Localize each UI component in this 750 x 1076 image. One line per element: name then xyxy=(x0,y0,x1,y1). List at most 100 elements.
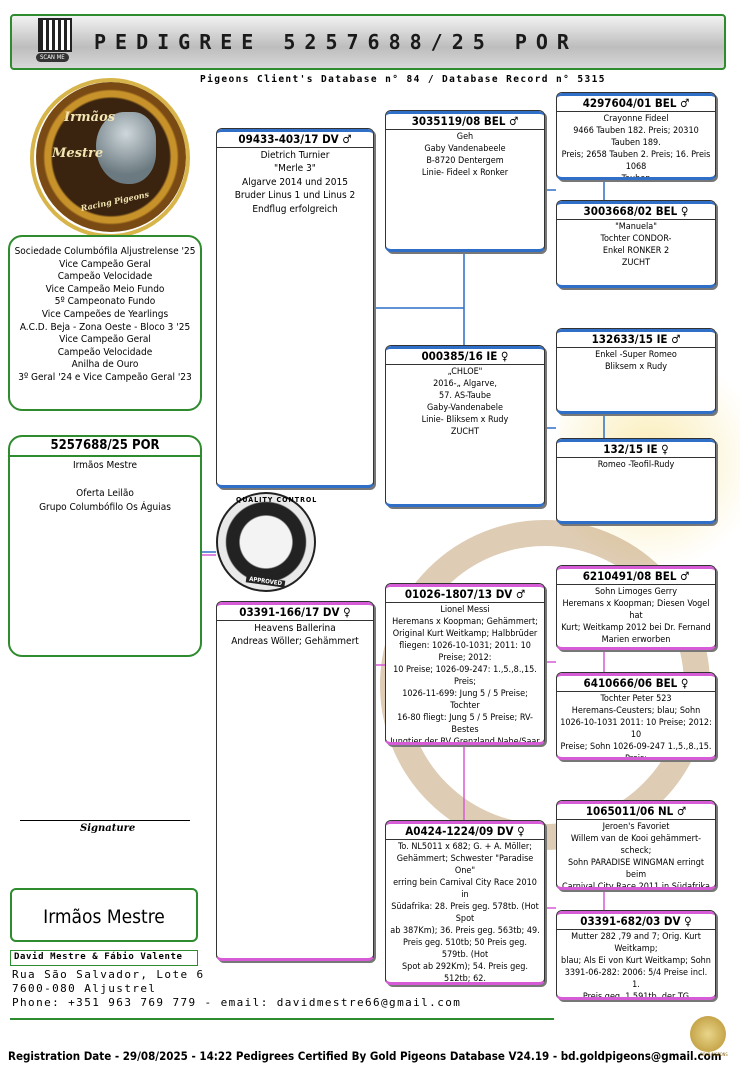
info-line: 2016-„ Algarve, xyxy=(433,379,497,389)
info-line: Jeroen's Favoriet xyxy=(602,822,670,832)
fmm-card[interactable]: 132/15 IE ♀ Romeo -Teofil-Rudy xyxy=(556,438,716,524)
ffm-ring: 3003668/02 BEL ♀ xyxy=(557,201,715,220)
info-line: 57. AS-Taube xyxy=(439,391,491,401)
info-line: Heremans x Koopman; Diesen Vogel hat xyxy=(562,599,710,621)
info-line: Gaby Vandenabeele xyxy=(424,144,506,154)
info-line: Andreas Wöller; Gehämmert xyxy=(231,636,359,648)
info-line: 1026-10-1031 2011: 10 Preise; 2012: 10 xyxy=(560,718,712,740)
fm-card[interactable]: 000385/16 IE ♀ „CHLOE"2016-„ Algarve,57.… xyxy=(385,345,545,507)
info-line: ZUCHT xyxy=(450,427,480,437)
mmm-card[interactable]: 03391-682/03 DV ♀ Mutter 282 ,79 and 7; … xyxy=(556,910,716,1000)
info-line: Bruder Linus 1 und Linus 2 xyxy=(234,190,356,202)
father-info: Dietrich Turnier "Merle 3"Algarve 2014 un… xyxy=(217,148,373,216)
mm-ring: A0424-1224/09 DV ♀ xyxy=(386,821,544,840)
ff-ring: 3035119/08 BEL ♂ xyxy=(386,111,544,130)
footer-logo-text: GOLD PIGEONS xyxy=(700,1052,728,1057)
info-line: "Manuela" xyxy=(615,222,657,232)
info-line: Tochter Peter 523 xyxy=(600,694,672,704)
achievement-line: 5º Campeonato Fundo xyxy=(54,296,156,308)
main-bird-card[interactable]: 5257688/25 POR Irmãos Mestre Oferta Leil… xyxy=(8,435,202,657)
father-ring: 09433-403/17 DV ♂ xyxy=(217,129,373,148)
main-bird-ring: 5257688/25 POR xyxy=(10,437,200,457)
info-line: erring bein Carnival City Race 2010 in xyxy=(393,878,537,900)
info-line: Original Kurt Weitkamp; Halbbrüder xyxy=(392,629,538,639)
achievement-line: Vice Campeão Meio Fundo xyxy=(45,283,165,295)
ffm-card[interactable]: 3003668/02 BEL ♀ "Manuela" Tochter CONDOR… xyxy=(556,200,716,288)
achievement-line: 3º Geral '24 e Vice Campeão Geral '23 xyxy=(18,371,192,383)
info-line: Mutter 282 ,79 and 7; Orig. Kurt Weitkam… xyxy=(571,932,701,954)
achievement-line: Campeão Velocidade xyxy=(57,271,153,283)
info-line: Spot ab 292Km); 54. Preis geg. 512tb; 62… xyxy=(402,962,528,984)
info-line: Sohn PARADISE WINGMAN erringt beim xyxy=(567,858,705,880)
info-line: 10 Preise; 1026-09-247: 1.,5.,8.,15. Pre… xyxy=(393,665,537,687)
info-line: Carnival City Race 2011 in Südafrika den xyxy=(562,882,710,890)
achievement-line: Vice Campeão Geral xyxy=(59,334,151,346)
info-line: Kurt; Weitkamp 2012 bei Dr. Fernand xyxy=(561,623,711,633)
achievement-line: Campeão Velocidade xyxy=(57,346,153,358)
info-line: Preis; 2658 Tauben 2. Preis; 16. Preis 1… xyxy=(561,150,711,172)
info-line: Preise; Sohn 1026-09-247 1.,5.,8.,15. Pr… xyxy=(560,742,712,760)
father-card[interactable]: 09433-403/17 DV ♂ Dietrich Turnier "Merle… xyxy=(216,128,374,488)
owner-names: David Mestre & Fábio Valente xyxy=(10,950,198,966)
info-line: To. NL5011 x 682; G. + A. Möller; xyxy=(398,842,532,852)
info-line: Linie- Bliksem x Rudy xyxy=(421,415,509,425)
info-line: Sohn Limoges Gerry xyxy=(595,587,677,597)
info-line: fliegen: 1026-10-1031; 2011: 10 Preise; … xyxy=(399,641,531,663)
info-line: Algarve 2014 und 2015 xyxy=(242,176,348,188)
fmm-ring: 132/15 IE ♀ xyxy=(557,439,715,458)
info-line: Lionel Messi xyxy=(440,605,490,615)
info-line: Oferta Leilão xyxy=(76,488,134,499)
page-title: PEDIGREE 5257688/25 POR xyxy=(94,30,578,54)
info-line: blau; Als Ei von Kurt Weitkamp; Sohn xyxy=(561,956,711,966)
info-line: Jungtier der RV Grenzland Nahe/Saar xyxy=(390,737,540,745)
info-line: Endflug erfolgreich xyxy=(252,203,338,215)
divider xyxy=(10,1018,554,1020)
info-line: ZUCHT xyxy=(621,258,651,268)
qr-code-icon[interactable] xyxy=(38,18,72,52)
pigeon-icon xyxy=(96,112,156,184)
signature-label: Signature xyxy=(80,823,136,834)
fff-ring: 4297604/01 BEL ♂ xyxy=(557,93,715,112)
info-line: Willem van de Kooi gehämmert-scheck; xyxy=(570,834,702,856)
info-line: "Merle 3" xyxy=(274,163,316,175)
info-line: Dietrich Turnier xyxy=(260,150,330,161)
mm-card[interactable]: A0424-1224/09 DV ♀ To. NL5011 x 682; G. … xyxy=(385,820,545,985)
achievement-line: Anilha de Ouro xyxy=(71,359,139,371)
achievement-line: Vice Campeões de Yearlings xyxy=(41,308,169,320)
info-line: Preis geg. 510tb; 50 Preis geg. 579tb. (… xyxy=(403,938,527,960)
info-line: Romeo -Teofil-Rudy xyxy=(597,460,675,470)
info-line: Marien erworben xyxy=(601,635,671,645)
logo-line2: Mestre xyxy=(52,146,104,161)
mmf-ring: 1065011/06 NL ♂ xyxy=(557,801,715,820)
info-line: Preis geg. 1.591tb. der TG Melle/Bünde; … xyxy=(582,992,690,1000)
achievement-line: Sociedade Columbófila Aljustrelense '25 xyxy=(14,246,196,257)
info-line: „CHLOE" xyxy=(447,367,483,377)
info-line: Enkel -Super Romeo xyxy=(595,350,677,360)
info-line: Heremans-Ceusters; blau; Sohn xyxy=(571,706,701,716)
info-line: Gehämmert; Schwester "Paradise One" xyxy=(396,854,534,876)
mm-info: To. NL5011 x 682; G. + A. Möller; Gehämme… xyxy=(386,840,544,984)
info-line: Tauben xyxy=(621,174,651,180)
footer-text: Registration Date - 29/08/2025 - 14:22 P… xyxy=(8,1049,722,1063)
achievement-line: Vice Campeão Geral xyxy=(59,258,151,270)
owner-name: Irmãos Mestre xyxy=(10,888,198,942)
info-line: Tochter CONDOR- xyxy=(600,234,672,244)
logo-line1: Irmãos xyxy=(64,110,116,125)
